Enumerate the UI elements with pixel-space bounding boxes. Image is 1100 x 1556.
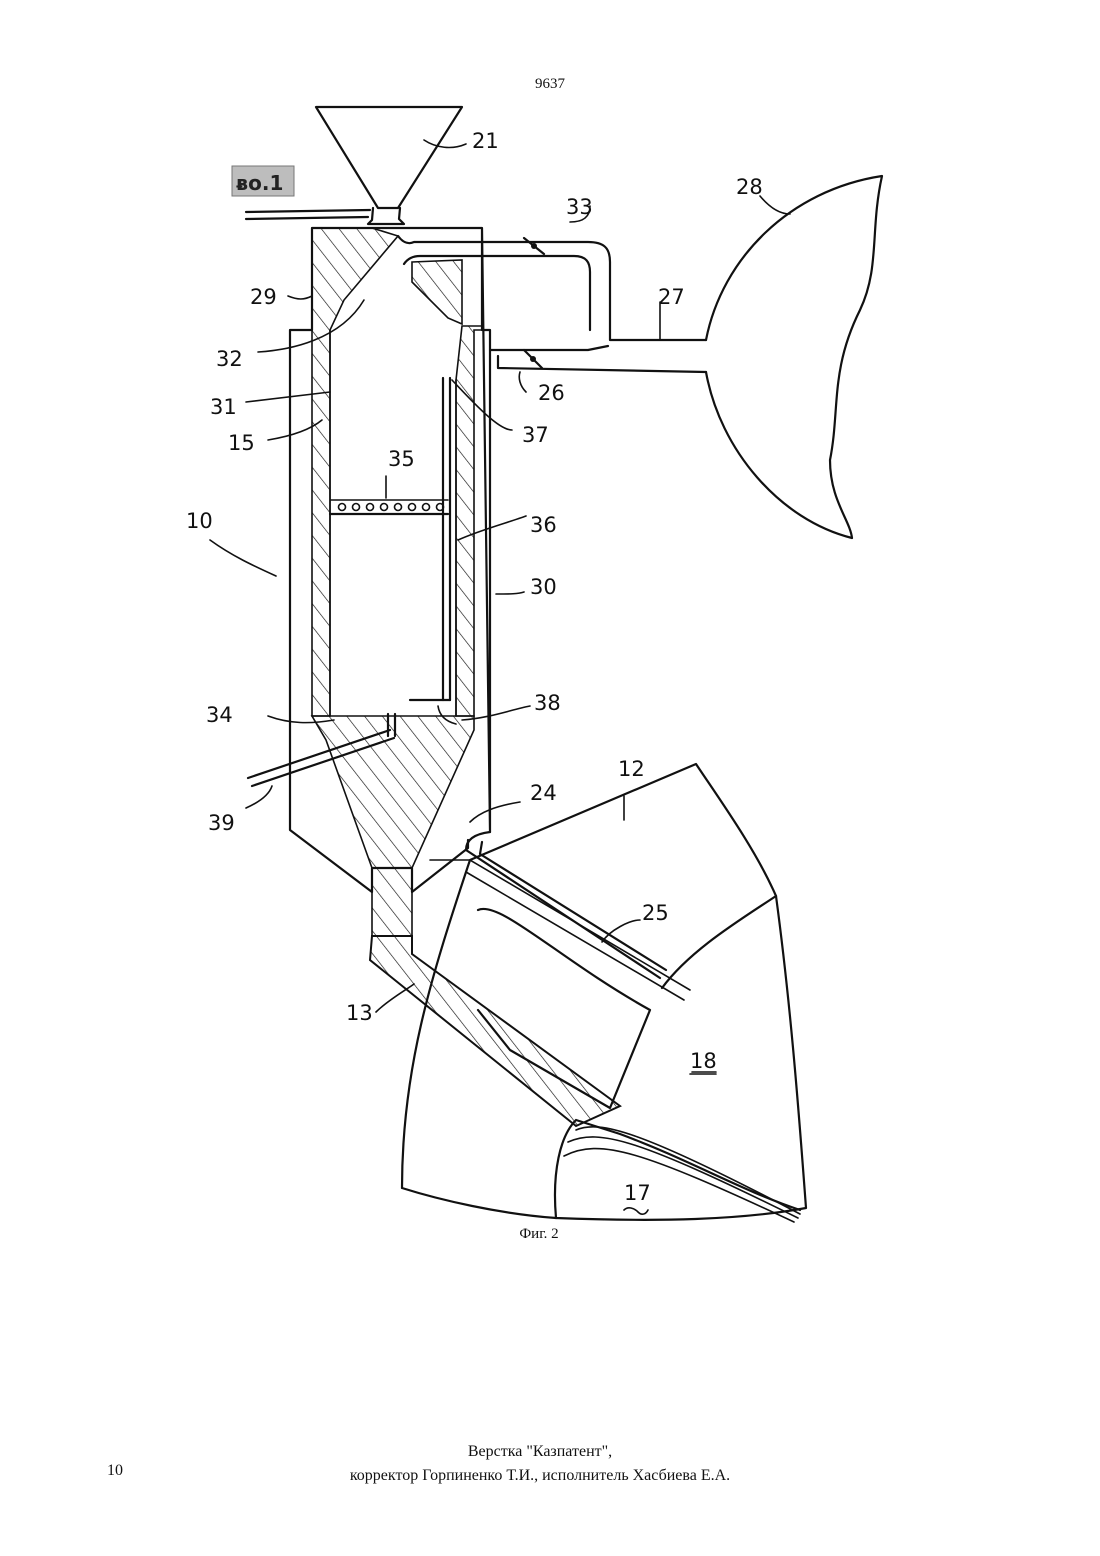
stamp-label: ᴃo.1 — [232, 166, 294, 196]
svg-text:17: 17 — [624, 1181, 651, 1205]
svg-text:26: 26 — [538, 381, 565, 405]
svg-text:10: 10 — [186, 509, 213, 533]
svg-text:35: 35 — [388, 447, 415, 471]
feed-hopper — [316, 107, 462, 224]
svg-text:33: 33 — [566, 195, 593, 219]
credits-line-2: корректор Горпиненко Т.И., исполнитель Х… — [0, 1464, 1080, 1488]
svg-text:13: 13 — [346, 1001, 373, 1025]
svg-text:12: 12 — [618, 757, 645, 781]
svg-text:37: 37 — [522, 423, 549, 447]
gas-vessel — [706, 176, 882, 538]
svg-text:38: 38 — [534, 691, 561, 715]
svg-text:27: 27 — [658, 285, 685, 309]
svg-text:30: 30 — [530, 575, 557, 599]
svg-text:24: 24 — [530, 781, 557, 805]
credits-line-1: Верстка "Казпатент", — [0, 1440, 1080, 1464]
svg-text:39: 39 — [208, 811, 235, 835]
footer-credits: Верстка "Казпатент", корректор Горпиненк… — [0, 1440, 1080, 1488]
gas-distributor — [330, 504, 448, 515]
svg-text:32: 32 — [216, 347, 243, 371]
figure-caption: Фиг. 2 — [0, 1226, 1078, 1243]
svg-text:21: 21 — [472, 129, 499, 153]
feed-conduit — [246, 210, 370, 219]
svg-text:29: 29 — [250, 285, 277, 309]
svg-text:31: 31 — [210, 395, 237, 419]
internal-baffle — [410, 378, 456, 724]
svg-text:36: 36 — [530, 513, 557, 537]
inner-chamber — [330, 330, 456, 716]
svg-text:18: 18 — [690, 1049, 717, 1073]
svg-text:ᴃo.1: ᴃo.1 — [236, 171, 283, 195]
svg-text:25: 25 — [642, 901, 669, 925]
svg-text:15: 15 — [228, 431, 255, 455]
svg-text:28: 28 — [736, 175, 763, 199]
svg-text:34: 34 — [206, 703, 233, 727]
